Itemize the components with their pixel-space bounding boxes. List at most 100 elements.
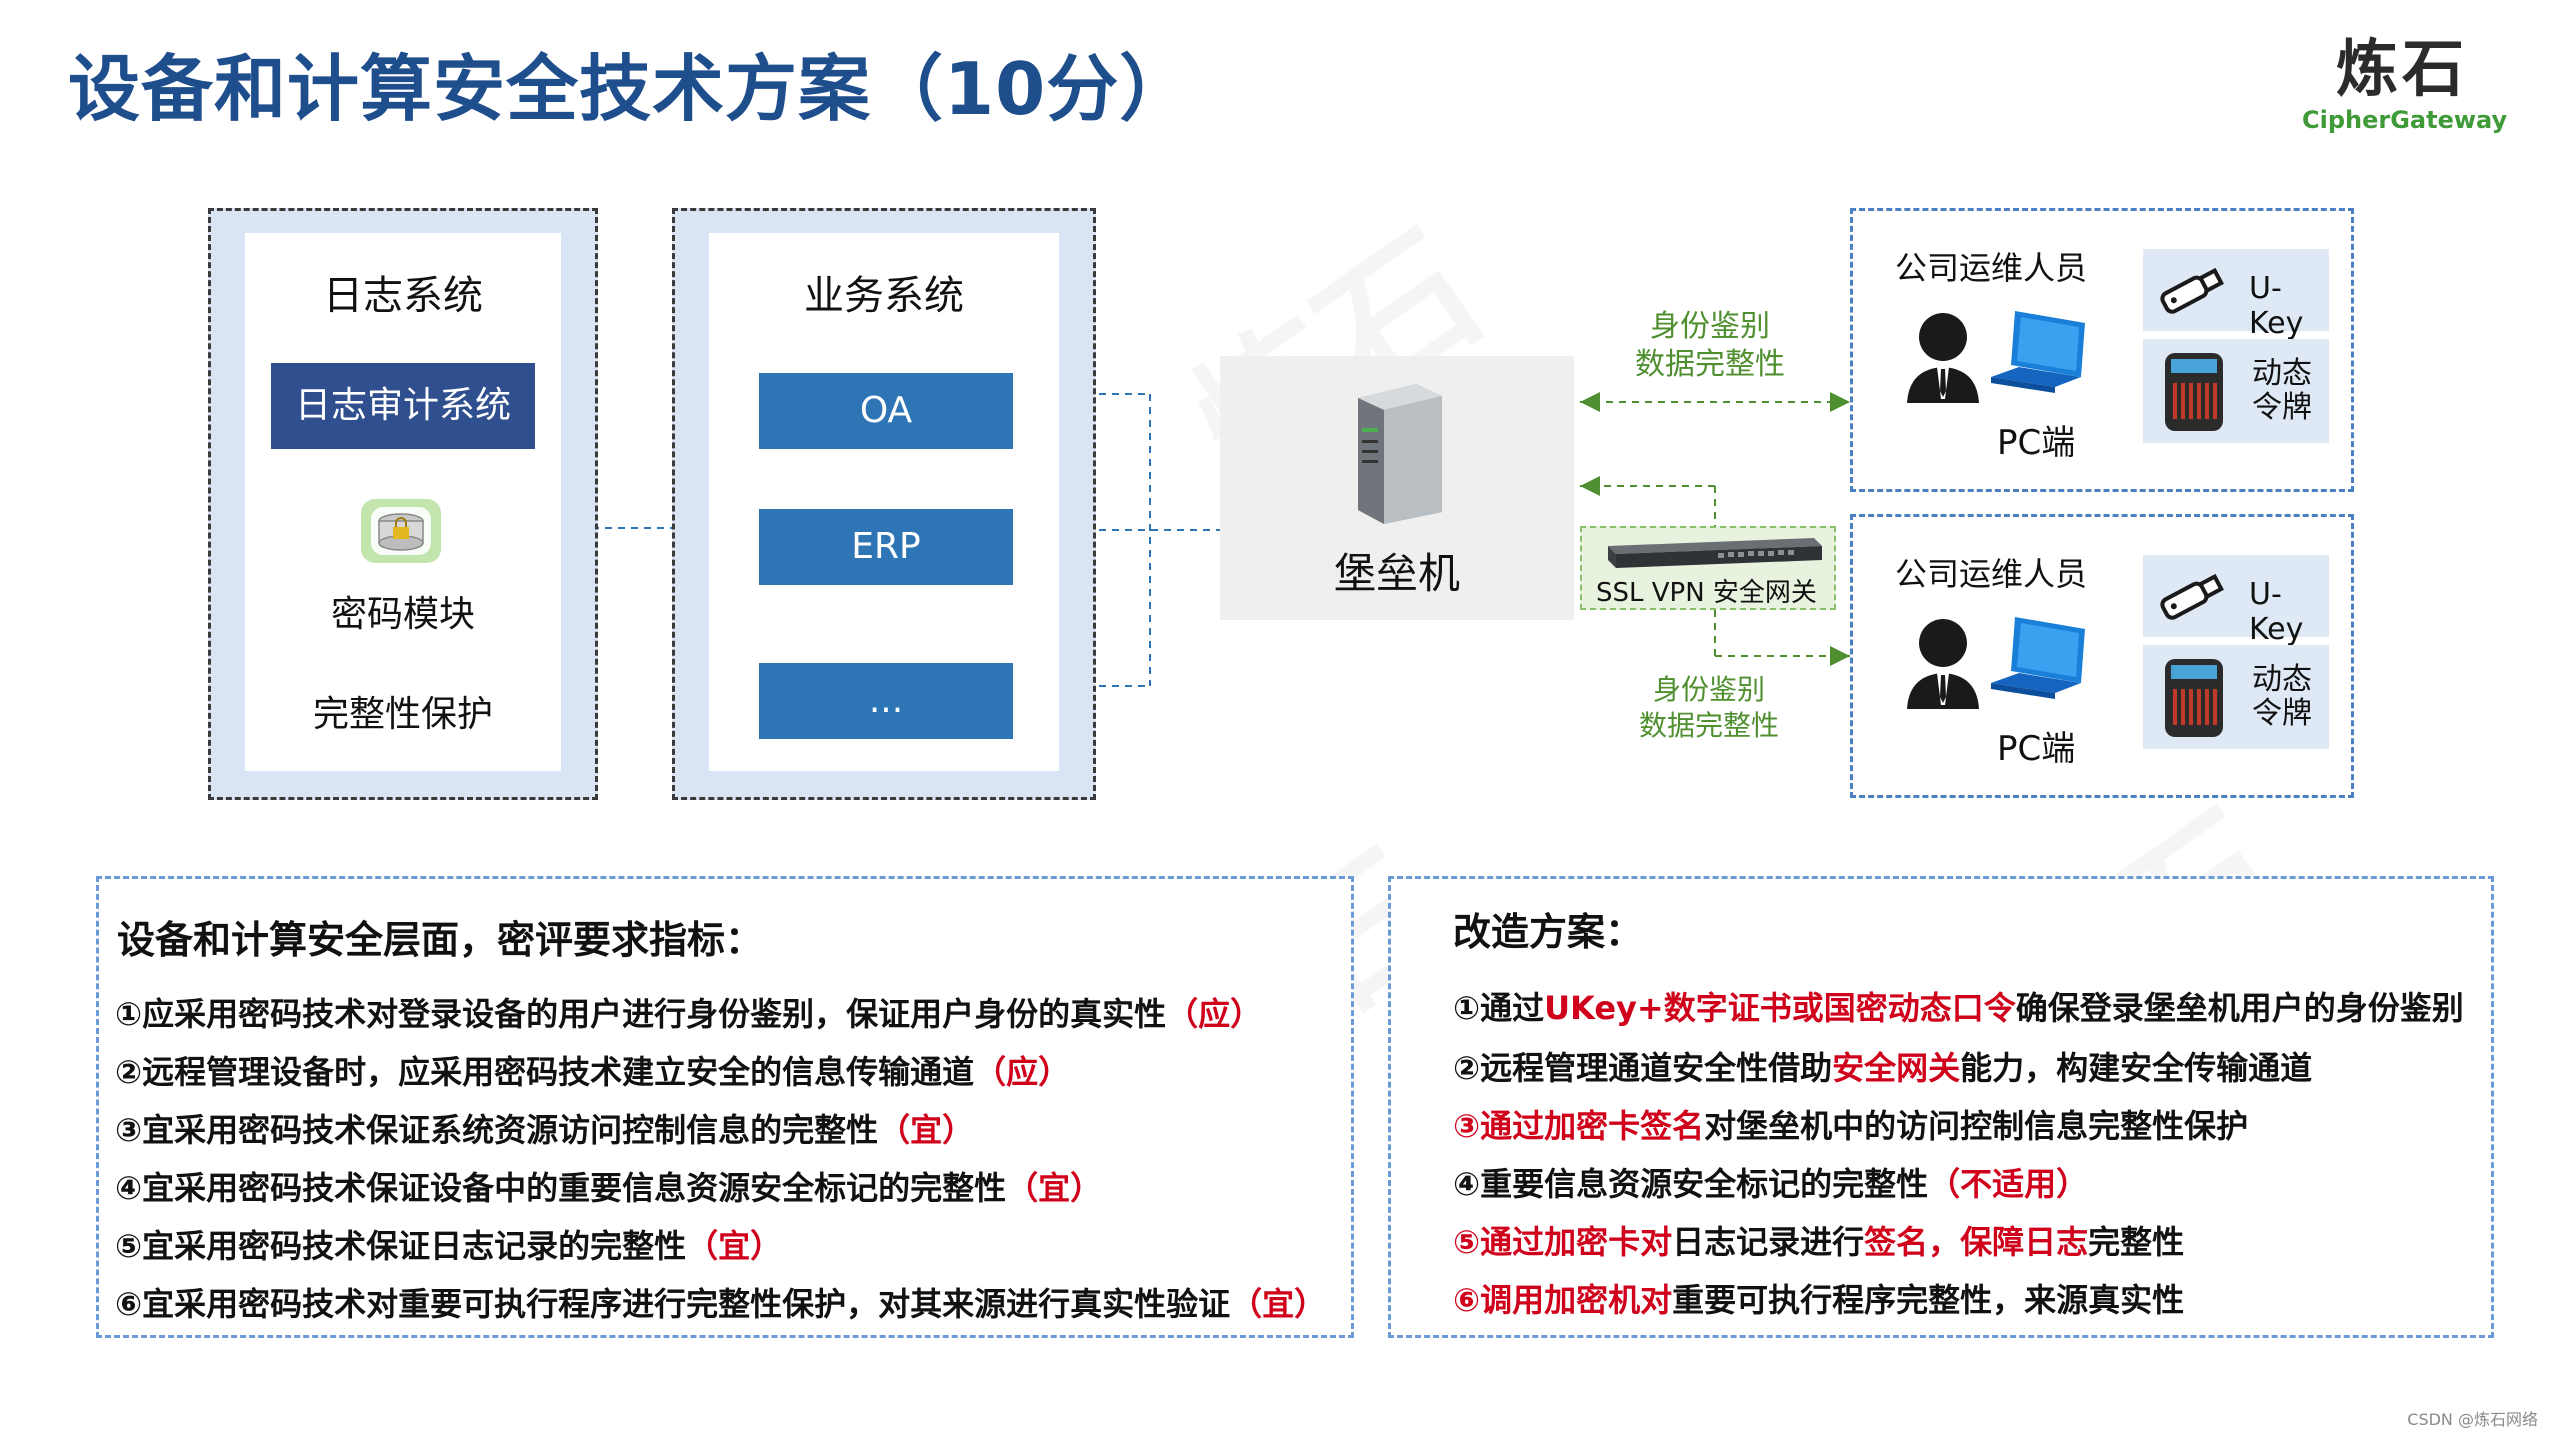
footer-credit: CSDN @炼石网络 [2407,1410,2538,1429]
business-system-title: 业务系统 [804,273,964,319]
flow-label: 身份鉴别 [1650,309,1770,344]
logo-mark: 炼石 [2335,32,2468,105]
solution-line: ②远程管理通道安全性借助安全网关能力，构建安全传输通道 [1453,1043,2312,1089]
requirement-text: ③宜采用密码技术保证系统资源访问控制信息的完整性 [115,1111,879,1149]
token-label: 动态 令牌 [2247,357,2317,425]
requirement-tag: （应） [974,1053,1071,1091]
lock-icon [357,495,445,567]
business-item-more: ... [759,663,1013,739]
business-system-panel: 业务系统 OA ERP ... [672,208,1096,800]
requirement-tag: （宜） [1230,1285,1327,1323]
requirement-line: ④宜采用密码技术保证设备中的重要信息资源安全标记的完整性（宜） [115,1163,1102,1209]
solution-seg: 确保登录堡垒机用户的身份鉴别 [2015,989,2464,1027]
usb-key-icon [2155,263,2227,321]
bastion-label: 堡垒机 [1333,549,1460,598]
usb-key-icon [2155,569,2227,627]
solution-seg: 重要可执行程序完整性，来源真实性 [1672,1281,2185,1319]
token-label-line: 令牌 [2252,696,2312,731]
business-item-label: ... [868,680,904,721]
token-label-line: 动态 [2252,356,2312,391]
page-title: 设备和计算安全技术方案（10分） [68,47,1193,131]
ops-persons-label: 公司运维人员 [1895,249,2088,287]
requirement-tag: （应） [1166,995,1263,1033]
dynamic-token-icon [2161,351,2227,437]
ukey-tile: U-Key [2143,555,2329,647]
token-label: 动态 令牌 [2247,663,2317,731]
requirements-title: 设备和计算安全层面，密评要求指标： [117,918,764,962]
solution-box: 改造方案： ①通过UKey+数字证书或国密动态口令确保登录堡垒机用户的身份鉴别 … [1388,876,2494,1338]
log-audit-box: 日志审计系统 [271,363,535,449]
requirements-box: 设备和计算安全层面，密评要求指标： ①应采用密码技术对登录设备的用户进行身份鉴别… [96,876,1354,1338]
requirement-line: ②远程管理设备时，应采用密码技术建立安全的信息传输通道（应） [115,1047,1070,1093]
log-audit-label: 日志审计系统 [294,385,511,426]
requirement-tag: （宜） [686,1227,783,1265]
requirement-text: ②远程管理设备时，应采用密码技术建立安全的信息传输通道 [115,1053,975,1091]
laptop-icon [1985,307,2095,407]
crypto-module-label: 密码模块 [330,594,475,635]
person-icon [1903,307,1983,407]
ssl-vpn-gateway: SSL VPN 安全网关 [1580,526,1836,610]
requirement-text: ④宜采用密码技术保证设备中的重要信息资源安全标记的完整性 [115,1169,1007,1207]
bastion-host-box: 堡垒机 [1220,356,1574,620]
flow-label: 数据完整性 [1638,709,1779,742]
solution-line: ⑤通过加密卡对日志记录进行签名，保障日志完整性 [1453,1217,2184,1263]
business-item-label: OA [859,390,913,431]
solution-seg: 日志记录进行 [1672,1223,1865,1261]
solution-seg: ⑤通过加密卡对 [1453,1223,1673,1261]
token-tile: 动态 令牌 [2143,339,2329,443]
ukey-label: U-Key [2249,577,2304,647]
server-icon [1338,378,1450,530]
person-icon [1903,613,1983,713]
log-system-panel: 日志系统 日志审计系统 密码模块 完整性保护 [208,208,598,800]
bottom-flow-labels: 身份鉴别 数据完整性 [1604,672,1814,744]
solution-seg: 签名，保障日志 [1864,1223,2089,1261]
ops-persons-label: 公司运维人员 [1895,555,2088,593]
flow-label: 身份鉴别 [1652,673,1765,706]
solution-seg: 能力，构建安全传输通道 [1960,1049,2313,1087]
token-label-line: 动态 [2252,662,2312,697]
solution-seg: ②远程管理通道安全性借助 [1453,1049,1833,1087]
token-tile: 动态 令牌 [2143,645,2329,749]
gateway-label: SSL VPN 安全网关 [1596,578,1817,608]
requirement-line: ⑤宜采用密码技术保证日志记录的完整性（宜） [115,1221,782,1267]
laptop-icon [1985,613,2095,713]
business-item-erp: ERP [759,509,1013,585]
solution-seg: ①通过 [1453,989,1545,1027]
solution-seg: （不适用） [1928,1165,2089,1203]
solution-seg: ⑥调用加密机对 [1453,1281,1673,1319]
logo-text: CipherGateway [2302,106,2508,134]
gateway-device-icon [1598,536,1824,576]
solution-line: ⑥调用加密机对重要可执行程序完整性，来源真实性 [1453,1275,2184,1321]
business-item-oa: OA [759,373,1013,449]
solution-line: ③通过加密卡签名对堡垒机中的访问控制信息完整性保护 [1453,1101,2248,1147]
ukey-label: U-Key [2249,271,2304,341]
requirement-line: ①应采用密码技术对登录设备的用户进行身份鉴别，保证用户身份的真实性（应） [115,989,1262,1035]
business-item-label: ERP [851,526,921,567]
flow-label: 数据完整性 [1635,347,1785,382]
business-system-inner: 业务系统 OA ERP ... [709,233,1059,771]
solution-seg: 对堡垒机中的访问控制信息完整性保护 [1704,1107,2249,1145]
integrity-label: 完整性保护 [312,694,493,735]
green-arrows [1580,392,1850,666]
solution-seg: UKey+数字证书或国密动态口令 [1544,989,2016,1027]
requirement-tag: （宜） [1006,1169,1103,1207]
requirement-text: ⑥宜采用密码技术对重要可执行程序进行完整性保护，对其来源进行真实性验证 [115,1285,1231,1323]
solution-line: ④重要信息资源安全标记的完整性（不适用） [1453,1159,2088,1205]
pc-label: PC端 [1997,423,2076,463]
solution-seg: ③通过加密卡签名 [1453,1107,1705,1145]
requirement-line: ⑥宜采用密码技术对重要可执行程序进行完整性保护，对其来源进行真实性验证（宜） [115,1279,1326,1325]
requirement-line: ③宜采用密码技术保证系统资源访问控制信息的完整性（宜） [115,1105,974,1151]
ukey-tile: U-Key [2143,249,2329,341]
company-logo: 炼石 CipherGateway [2302,32,2508,135]
solution-seg: 安全网关 [1832,1049,1961,1087]
pc-label: PC端 [1997,729,2076,769]
log-system-inner: 日志系统 日志审计系统 密码模块 完整性保护 [245,233,561,771]
log-system-title: 日志系统 [323,273,483,319]
requirement-text: ⑤宜采用密码技术保证日志记录的完整性 [115,1227,687,1265]
requirement-text: ①应采用密码技术对登录设备的用户进行身份鉴别，保证用户身份的真实性 [115,995,1167,1033]
dynamic-token-icon [2161,657,2227,743]
top-flow-labels: 身份鉴别 数据完整性 [1600,308,1820,384]
token-label-line: 令牌 [2252,390,2312,425]
ops-panel-top: 公司运维人员 PC端 U-Key [1850,208,2354,492]
solution-line: ①通过UKey+数字证书或国密动态口令确保登录堡垒机用户的身份鉴别 [1453,983,2464,1029]
